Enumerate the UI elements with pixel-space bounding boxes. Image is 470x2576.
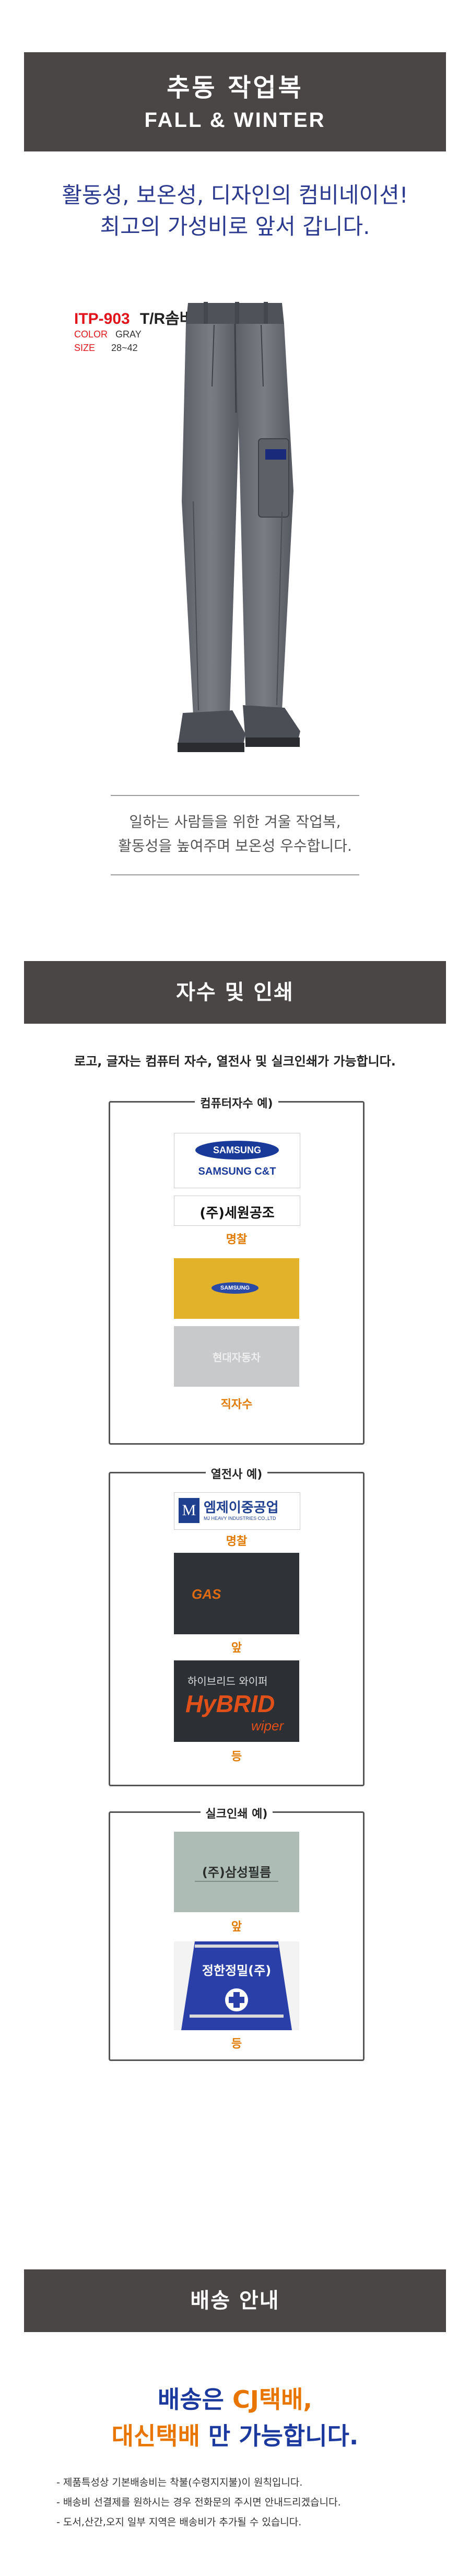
embroidery-fabric-yellow: SAMSUNG bbox=[174, 1258, 299, 1319]
delivery-banner: 배송 안내 bbox=[24, 2269, 446, 2332]
delivery-title: 배송 안내 bbox=[190, 2289, 280, 2313]
product-size-row: SIZE 28~42 bbox=[74, 343, 138, 354]
transfer-name-label: M 엠제이중공업 MJ HEAVY INDUSTRIES CO.,LTD bbox=[174, 1492, 300, 1530]
name-label-text: (주)세원공조 bbox=[199, 1205, 275, 1221]
hybrid-big: HyBRID bbox=[185, 1690, 275, 1717]
samsung-logo: SAMSUNG bbox=[195, 1141, 279, 1160]
caption-name-tag: 명찰 bbox=[226, 1233, 248, 1246]
caption-silk-back: 등 bbox=[231, 2038, 242, 2051]
color-value: GRAY bbox=[115, 329, 142, 339]
gas-logo: GAS bbox=[192, 1586, 221, 1602]
silk-front-text: (주)삼성필름 bbox=[195, 1862, 278, 1882]
delivery-note-3: - 도서,산간,오지 일부 지역은 배송비가 추가될 수 있습니다. bbox=[56, 2516, 302, 2528]
embroidery-name-label: (주)세원공조 bbox=[174, 1196, 300, 1226]
slogan-line-1: 활동성, 보온성, 디자인의 컴비네이션! bbox=[62, 182, 408, 208]
mj-sub: MJ HEAVY INDUSTRIES CO.,LTD bbox=[204, 1516, 276, 1521]
delivery-cj: CJ택배, bbox=[232, 2385, 312, 2414]
delivery-daesin: 대신택배 bbox=[111, 2422, 200, 2450]
delivery-note-2: - 배송비 선결제를 원하시는 경우 전화문의 주시면 안내드리겠습니다. bbox=[56, 2497, 341, 2508]
divider-top bbox=[111, 795, 359, 796]
size-value: 28~42 bbox=[111, 343, 138, 353]
print-section-title: 자수 및 인쇄 bbox=[176, 980, 294, 1004]
embroidery-fabric-grey: 현대자동차 bbox=[174, 1326, 299, 1387]
slogan-line-2: 최고의 가성비로 앞서 갑니다. bbox=[100, 214, 370, 239]
page-title: 추동 작업복 bbox=[167, 73, 303, 102]
silk-title: 실크인쇄 예) bbox=[200, 1808, 273, 1821]
fabric-text: 현대자동차 bbox=[213, 1351, 261, 1364]
print-intro: 로고, 글자는 컴퓨터 자수, 열전사 및 실크인쇄가 가능합니다. bbox=[74, 1054, 396, 1069]
product-color-row: COLOR GRAY bbox=[74, 329, 142, 340]
hybrid-small: 하이브리드 와이퍼 bbox=[187, 1675, 268, 1688]
size-label: SIZE bbox=[74, 343, 96, 353]
delivery-line-1a: 배송은 bbox=[158, 2385, 232, 2414]
product-desc-line-1: 일하는 사람들을 위한 겨울 작업복, bbox=[129, 813, 341, 830]
transfer-box: 열전사 예) M 엠제이중공업 MJ HEAVY INDUSTRIES CO.,… bbox=[109, 1468, 365, 1786]
transfer-back-sample: 하이브리드 와이퍼 HyBRID wiper bbox=[174, 1660, 299, 1742]
silk-box: 실크인쇄 예) (주)삼성필름 앞 정한정밀(주) 등 bbox=[109, 1808, 365, 2061]
delivery-note-1: - 제품특성상 기본배송비는 착불(수령지지불)이 원칙입니다. bbox=[56, 2477, 303, 2488]
title-banner: 추동 작업복 FALL & WINTER bbox=[24, 52, 446, 151]
page-subtitle: FALL & WINTER bbox=[144, 109, 326, 132]
print-section-banner: 자수 및 인쇄 bbox=[24, 961, 446, 1024]
color-label: COLOR bbox=[74, 329, 108, 339]
delivery-line-2b: 만 가능합니다. bbox=[199, 2422, 359, 2450]
silk-back-text: 정한정밀(주) bbox=[202, 1963, 272, 1978]
delivery-line-2: 대신택배 만 가능합니다. bbox=[0, 2418, 470, 2454]
caption-transfer-name: 명찰 bbox=[226, 1535, 248, 1548]
samsung-sub-text: SAMSUNG C&T bbox=[198, 1166, 276, 1177]
caption-silk-front: 앞 bbox=[231, 1921, 242, 1934]
mj-text: 엠제이중공업 bbox=[204, 1500, 279, 1516]
caption-transfer-front: 앞 bbox=[231, 1642, 242, 1655]
vest-graphic bbox=[181, 1941, 292, 2030]
caption-direct: 직자수 bbox=[220, 1398, 253, 1411]
hybrid-sub: wiper bbox=[251, 1718, 284, 1734]
mj-mark: M bbox=[179, 1498, 199, 1523]
embroidery-title: 컴퓨터자수 예) bbox=[195, 1097, 278, 1110]
delivery-line-1: 배송은 CJ택배, bbox=[0, 2382, 470, 2417]
embroidery-logo-label: SAMSUNG SAMSUNG C&T bbox=[174, 1133, 300, 1188]
product-desc-line-2: 활동성을 높여주며 보온성 우수합니다. bbox=[118, 837, 352, 854]
fabric-logo: SAMSUNG bbox=[212, 1282, 258, 1294]
pants-image bbox=[178, 302, 300, 752]
embroidery-box: 컴퓨터자수 예) SAMSUNG SAMSUNG C&T (주)세원공조 명찰 … bbox=[109, 1097, 365, 1445]
divider-bottom bbox=[111, 874, 359, 875]
silk-front-sample: (주)삼성필름 bbox=[174, 1832, 299, 1912]
caption-transfer-back: 등 bbox=[231, 1750, 242, 1763]
transfer-front-sample: GAS bbox=[174, 1553, 299, 1634]
product-code: ITP-903 bbox=[74, 310, 130, 327]
transfer-title: 열전사 예) bbox=[205, 1468, 268, 1481]
silk-back-sample: 정한정밀(주) bbox=[174, 1941, 299, 2030]
